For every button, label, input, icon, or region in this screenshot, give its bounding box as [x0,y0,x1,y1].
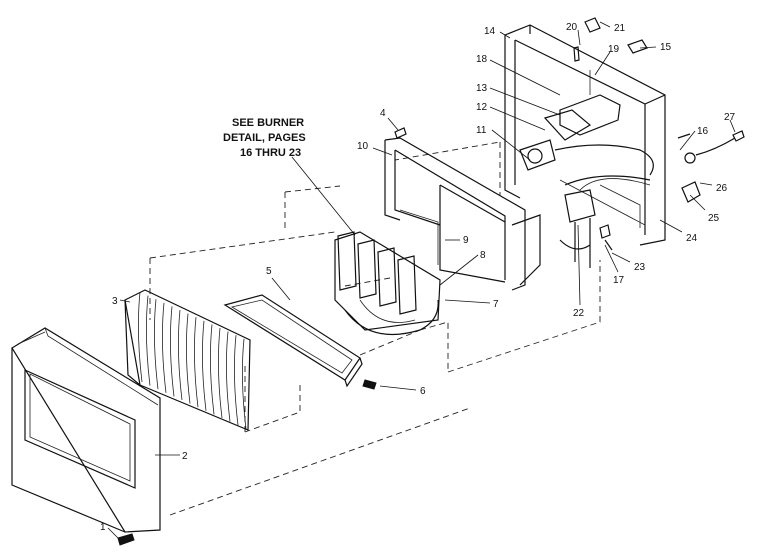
callout-22: 22 [573,308,585,319]
callout-3: 3 [112,296,118,307]
callout-26: 26 [716,183,728,194]
burner-assembly [334,231,441,336]
grille-fin [178,309,183,401]
callout-11: 11 [476,125,487,136]
grille-fin [146,295,151,386]
power-cord-and-switch [677,130,745,203]
leader-lines [119,21,736,456]
callout-5: 5 [266,266,272,277]
callout-15: 15 [660,42,672,53]
base-plate [223,294,363,388]
assembly-guide-lines [149,141,601,516]
callout-25: 25 [708,213,720,224]
gas-valve-controls [519,70,654,186]
grille-fin [210,324,215,415]
grille-fin [226,331,231,422]
burner-block [397,255,417,315]
grille-fin [162,302,167,393]
grille-fin [194,317,199,408]
callout-16: 16 [697,126,709,137]
callout-9: 9 [463,235,469,246]
callout-7: 7 [493,299,499,310]
callout-12: 12 [476,102,488,113]
burner-block [377,247,397,307]
callout-21: 21 [614,23,626,34]
note-line-2: DETAIL, PAGES [223,132,306,144]
grille-fin [154,299,159,390]
wiring-harness [559,178,651,268]
grille-fin [234,335,239,426]
note-line-3: 16 THRU 23 [240,147,301,159]
combustion-chamber [384,137,541,291]
callout-17: 17 [613,275,625,286]
grille-fin [186,313,191,404]
burner-block [357,239,377,299]
callout-19: 19 [608,44,620,55]
grille-fin [242,338,247,429]
burner-detail-note: SEE BURNER DETAIL, PAGES 16 THRU 23 [223,117,306,159]
radiant-grille [124,289,251,431]
callout-4: 4 [380,108,386,119]
callout-10: 10 [357,141,369,152]
callout-14: 14 [484,26,496,37]
callout-8: 8 [480,250,486,261]
callout-23: 23 [634,262,646,273]
note-line-1: SEE BURNER [232,117,304,129]
callout-13: 13 [476,83,488,94]
callout-24: 24 [686,233,698,244]
back-cabinet [504,24,666,246]
screw [107,527,135,546]
callout-18: 18 [476,54,488,65]
callout-6: 6 [420,386,426,397]
callout-2: 2 [182,451,188,462]
callout-27: 27 [724,112,736,123]
front-panel [11,327,161,533]
callout-20: 20 [566,22,578,33]
grille-fin [138,291,143,383]
small-screw [362,379,377,390]
callout-numbers: 1 2 3 4 5 6 7 8 9 10 11 12 13 14 15 16 1… [100,22,736,533]
knob-and-caps [573,17,648,62]
grille-fin [170,306,175,397]
callout-1: 1 [100,522,106,533]
clip [394,127,407,139]
burner-block [337,231,357,291]
grille-fin [218,327,223,419]
grille-fin [202,320,207,411]
